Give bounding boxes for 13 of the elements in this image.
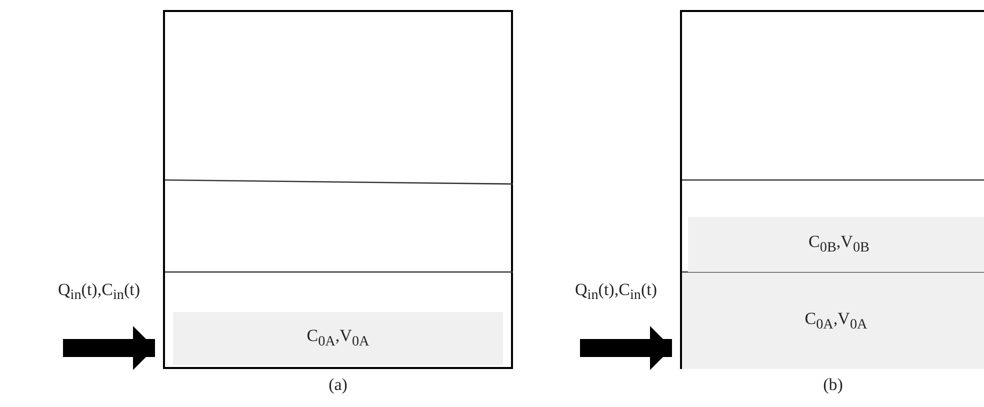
block-arrow (63, 326, 155, 370)
edge-label: Q$_{in}$(t),C$_{in}$(t) (575, 280, 657, 304)
layer-label: C$_{0A}$,V$_{0A}$ (804, 308, 868, 334)
shaded-layer (682, 273, 984, 369)
edge-label: Q$_{in}$(t),C$_{in}$(t) (58, 280, 140, 304)
tank-outline (680, 10, 984, 369)
panel-caption: (a) (328, 375, 348, 395)
block-arrow (580, 326, 672, 370)
panel-caption: (b) (823, 375, 843, 395)
tank-outline (163, 10, 513, 369)
layer-label: C$_{0B}$,V$_{0B}$ (808, 232, 870, 257)
layer-label: C$_{0A}$,V$_{0A}$ (306, 326, 370, 351)
shaded-layer (688, 217, 984, 272)
